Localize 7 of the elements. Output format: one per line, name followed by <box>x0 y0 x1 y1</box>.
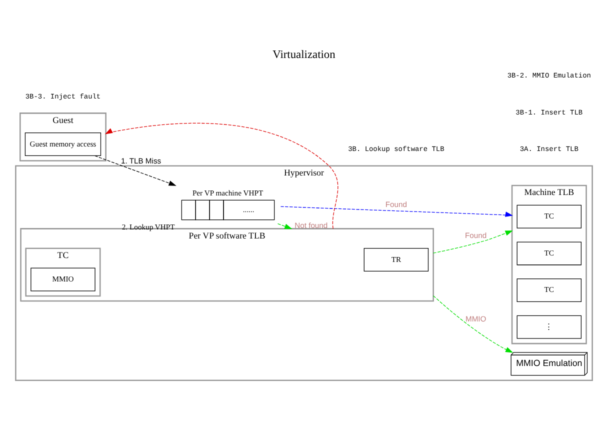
diagram-title: Virtualization <box>272 49 336 62</box>
arrow <box>104 122 338 230</box>
arrow <box>280 206 513 217</box>
arrow <box>94 155 176 186</box>
arrow <box>433 295 514 353</box>
arrow <box>277 223 292 230</box>
arrow <box>433 230 513 254</box>
